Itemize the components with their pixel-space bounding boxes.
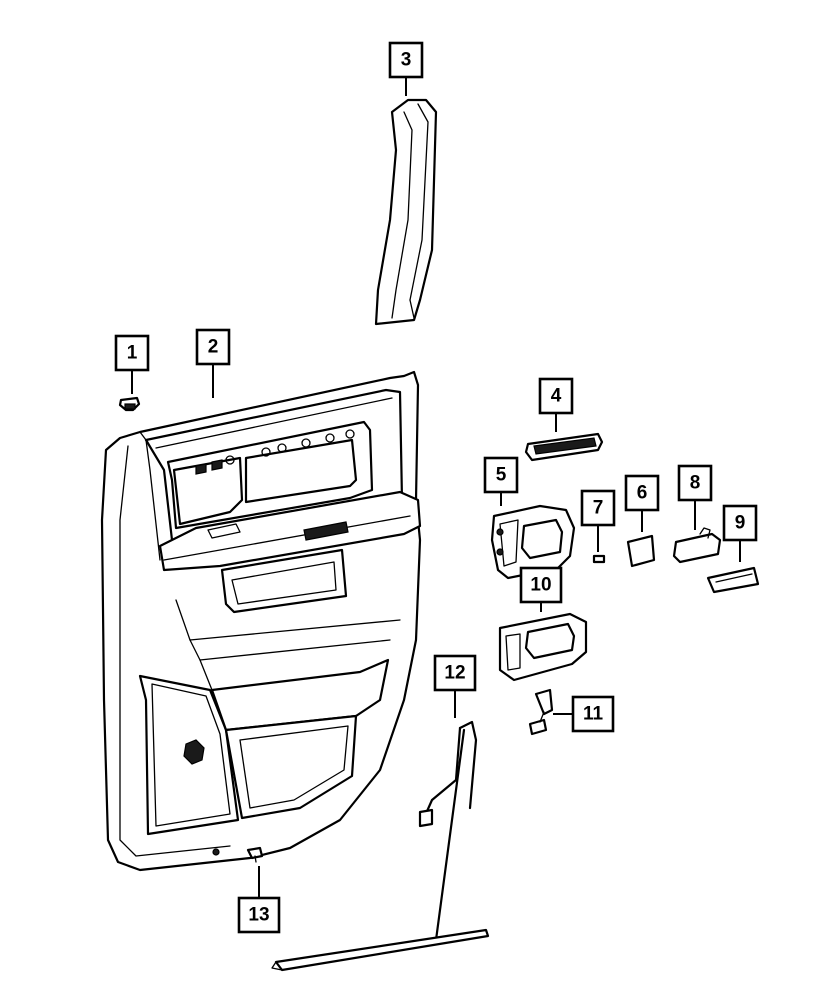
callout-6: 6	[624, 474, 660, 512]
callout-label: 13	[248, 905, 269, 926]
callout-11: 11	[571, 695, 615, 733]
part-8-insert[interactable]	[672, 527, 722, 564]
part-6-cap[interactable]	[626, 534, 656, 568]
part-4-grille[interactable]	[524, 432, 604, 462]
callout-label: 5	[496, 465, 507, 486]
part-7-screw[interactable]	[592, 554, 606, 564]
callout-label: 4	[551, 386, 562, 407]
callout-label: 12	[444, 663, 465, 684]
callout-8: 8	[677, 464, 713, 502]
part-5-handle-bezel[interactable]	[490, 504, 576, 580]
callout-9: 9	[722, 504, 758, 542]
callout-12: 12	[433, 654, 477, 692]
callout-3: 3	[388, 41, 424, 79]
part-2-door-trim-panel[interactable]	[100, 370, 422, 872]
callout-label: 9	[735, 513, 746, 534]
callout-5: 5	[483, 456, 519, 494]
callout-7: 7	[580, 489, 616, 527]
callout-label: 2	[208, 337, 219, 358]
callout-label: 11	[583, 704, 604, 725]
callout-13: 13	[237, 896, 281, 934]
callout-label: 1	[127, 343, 138, 364]
part-13-screw[interactable]	[246, 846, 264, 863]
part-10-handle-housing[interactable]	[498, 612, 588, 682]
callout-2: 2	[195, 328, 231, 366]
callout-label: 7	[593, 498, 604, 519]
callout-label: 8	[690, 473, 701, 494]
callout-label: 3	[401, 50, 412, 71]
callout-10: 10	[519, 566, 563, 604]
leader-lines	[131, 77, 741, 898]
part-11-bracket[interactable]	[528, 688, 554, 736]
callout-label: 10	[530, 575, 551, 596]
part-9-handle-lever[interactable]	[706, 566, 760, 594]
part-3-pillar-trim[interactable]	[374, 98, 438, 326]
callout-1: 1	[114, 334, 150, 372]
callout-4: 4	[538, 377, 574, 415]
part-1-clip[interactable]	[118, 396, 141, 412]
callout-label: 6	[637, 483, 648, 504]
part-12-actuator-rod[interactable]	[271, 720, 490, 972]
